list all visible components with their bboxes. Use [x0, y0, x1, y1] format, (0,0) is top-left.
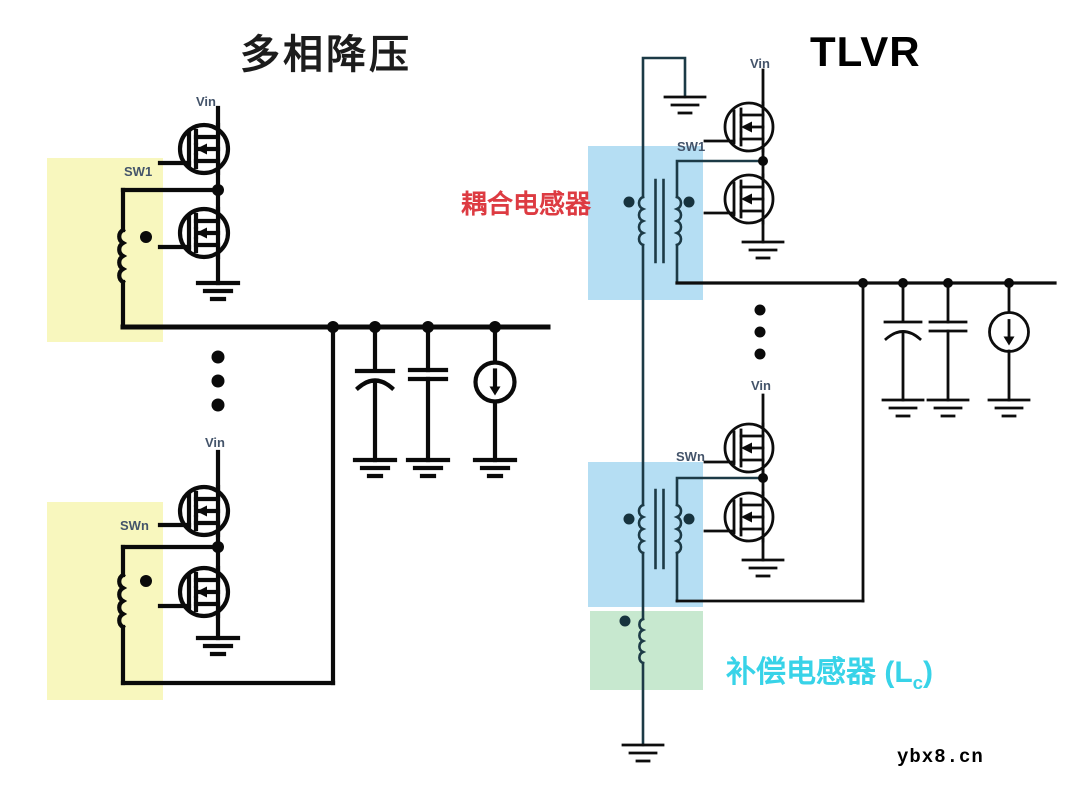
left-phase1-highside-mosfet [160, 125, 228, 173]
left-phase1-polarity-dot [140, 231, 152, 243]
right-circuit-title: TLVR [810, 28, 921, 75]
tlvr-sw1-junction [758, 156, 768, 166]
tlvr-sw1-wire [675, 159, 765, 199]
tlvr-bottom-ground [621, 743, 665, 763]
tlvr-coupled-inductor-1 [623, 178, 695, 264]
left-phase1-sw-label: SW1 [124, 164, 153, 179]
left-phaseN-polarity-dot [140, 575, 152, 587]
left-phaseN-ground [198, 638, 238, 654]
tlvr-swn-wire [675, 476, 765, 507]
tlvr-phase1-sw-label: SW1 [677, 139, 706, 154]
left-phaseN-sw-label: SWn [120, 518, 149, 533]
tlvr-circuit [619, 56, 1057, 763]
tlvr-top-ground [663, 95, 707, 115]
tlvr-swn-junction [758, 473, 768, 483]
tlvr-phaseN-sw-label: SWn [676, 449, 705, 464]
comp-label-suffix: ) [923, 656, 933, 689]
watermark: ybx8.cn [897, 746, 984, 768]
compensation-inductor-label: 补偿电感器 (Lc) [726, 647, 933, 694]
left-phaseN-highside-mosfet [160, 487, 228, 535]
tlvr-load-current-source [988, 311, 1030, 353]
left-buck-circuit [119, 105, 551, 686]
tlvr-phase1-vin-label: Vin [750, 56, 770, 71]
tlvr-coupled-inductor-n [623, 488, 695, 570]
tlvr-compensation-inductor [619, 551, 645, 747]
tlvr-phaseN-vin-label: Vin [751, 378, 771, 393]
left-phaseN-vin-label: Vin [205, 435, 225, 450]
left-phaseN-lowside-mosfet [160, 568, 228, 616]
highlight-coupled-inductor-1 [588, 146, 703, 300]
left-more-phases-ellipsis [211, 350, 225, 412]
left-circuit-title: 多相降压 [240, 33, 412, 77]
tlvr-phase1-highside-mosfet [703, 101, 775, 153]
left-load-current-source [476, 363, 515, 402]
highlight-comp-inductor [590, 611, 703, 690]
comp-label-subscript: c [912, 672, 923, 693]
coupled-inductor-label: 耦合电感器 [461, 189, 592, 219]
left-phase1-ground [198, 283, 238, 299]
left-phase1-vin-label: Vin [196, 94, 216, 109]
tlvr-secondary-top-wire [641, 56, 687, 199]
left-phase1-lowside-mosfet [160, 209, 228, 257]
tlvr-phaseN-ground [741, 558, 785, 578]
tlvr-more-phases-ellipsis [754, 304, 766, 360]
highlight-coupled-inductor-n [588, 462, 703, 607]
tlvr-phase1-lowside-mosfet [703, 173, 775, 225]
highlight-inductor-phaseN [47, 502, 163, 700]
tlvr-phaseN-highside-mosfet [703, 422, 775, 474]
highlight-inductor-phase1 [47, 158, 163, 342]
tlvr-phaseN-lowside-mosfet [703, 491, 775, 543]
comp-label-prefix: 补偿电感器 (L [726, 656, 913, 689]
tlvr-phase1-ground [741, 240, 785, 260]
